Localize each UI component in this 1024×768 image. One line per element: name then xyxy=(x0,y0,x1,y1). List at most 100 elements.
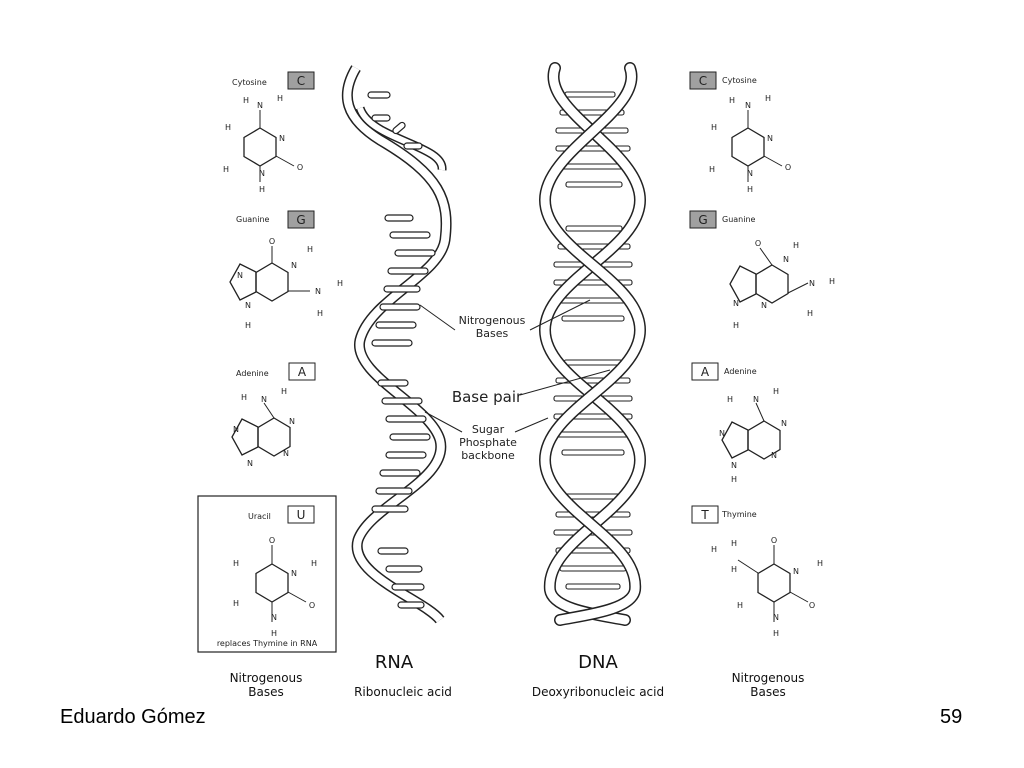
atom-labels: N H H N O N H H H O N H N H H N N H N H … xyxy=(223,94,835,638)
atom-label: O xyxy=(269,536,275,545)
atom-label: O xyxy=(809,601,815,610)
atom-label: H xyxy=(747,185,753,194)
uracil-note: replaces Thymine in RNA xyxy=(217,639,318,648)
left-uracil-name: Uracil xyxy=(248,512,271,521)
atom-label: H xyxy=(773,629,779,638)
atom-label: N xyxy=(257,101,263,110)
adenine-structure-right xyxy=(721,402,781,460)
atom-label: O xyxy=(755,239,761,248)
atom-label: N xyxy=(283,449,289,458)
right-cytosine: C Cytosine xyxy=(689,71,783,182)
right-cytosine-name: Cytosine xyxy=(722,76,757,85)
atom-label: N xyxy=(261,395,267,404)
atom-label: O xyxy=(309,601,315,610)
right-column-label-line1: Nitrogenous xyxy=(732,671,805,685)
atom-label: O xyxy=(771,536,777,545)
atom-label: H xyxy=(233,559,239,568)
right-cytosine-letter-box xyxy=(689,71,717,90)
left-cytosine-name: Cytosine xyxy=(232,78,267,87)
right-cytosine-letter: C xyxy=(699,74,707,88)
right-adenine: A Adenine xyxy=(691,362,781,460)
atom-label: H xyxy=(277,94,283,103)
atom-label: N xyxy=(291,569,297,578)
left-adenine-letter-box xyxy=(288,362,316,381)
atom-label: H xyxy=(225,123,231,132)
right-adenine-name: Adenine xyxy=(724,367,757,376)
guanine-structure-left xyxy=(229,246,310,302)
atom-label: H xyxy=(773,387,779,396)
right-guanine-name: Guanine xyxy=(722,215,756,224)
left-adenine-name: Adenine xyxy=(236,369,269,378)
left-guanine-letter: G xyxy=(296,213,305,227)
atom-label: N xyxy=(271,613,277,622)
guanine-structure-right xyxy=(729,247,809,304)
left-guanine-name: Guanine xyxy=(236,215,270,224)
right-guanine-letter: G xyxy=(698,213,707,227)
rna-subtitle: Ribonucleic acid xyxy=(354,685,452,699)
atom-label: H xyxy=(727,395,733,404)
right-guanine: G Guanine xyxy=(689,210,809,304)
right-adenine-letter: A xyxy=(701,365,710,379)
right-thymine-letter-box xyxy=(691,505,719,524)
callout-lines xyxy=(419,299,611,433)
atom-label: H xyxy=(729,96,735,105)
left-cytosine-letter-box xyxy=(287,71,315,90)
atom-label: H xyxy=(233,599,239,608)
atom-label: H xyxy=(243,96,249,105)
atom-label: H xyxy=(731,565,737,574)
atom-label: N xyxy=(809,279,815,288)
uracil-frame xyxy=(197,495,337,653)
uracil-structure xyxy=(255,545,307,622)
right-adenine-letter-box xyxy=(691,362,719,381)
atom-label: N xyxy=(233,425,239,434)
atom-label: N xyxy=(773,613,779,622)
right-thymine-letter: T xyxy=(700,508,709,522)
left-adenine: Adenine A xyxy=(231,362,316,457)
dna-helix xyxy=(538,62,647,626)
atom-label: N xyxy=(747,169,753,178)
atom-label: H xyxy=(733,321,739,330)
cytosine-structure-right xyxy=(731,110,783,182)
atom-label: H xyxy=(709,165,715,174)
dna-subtitle: Deoxyribonucleic acid xyxy=(532,685,664,699)
atom-label: H xyxy=(317,309,323,318)
author-footer: Eduardo Gómez xyxy=(60,706,206,728)
callout-base-pair: Base pair xyxy=(452,388,523,406)
atom-label: N xyxy=(783,255,789,264)
atom-label: N xyxy=(245,301,251,310)
atom-label: H xyxy=(271,629,277,638)
atom-label: H xyxy=(817,559,823,568)
atom-label: N xyxy=(761,301,767,310)
atom-label: N xyxy=(781,419,787,428)
dna-title: DNA xyxy=(578,652,618,673)
atom-label: H xyxy=(765,94,771,103)
atom-label: N xyxy=(291,261,297,270)
right-thymine-name: Thymine xyxy=(721,510,757,519)
right-thymine: T Thymine xyxy=(691,505,809,622)
atom-label: N xyxy=(753,395,759,404)
atom-label: H xyxy=(711,123,717,132)
atom-label: N xyxy=(247,459,253,468)
atom-label: O xyxy=(785,163,791,172)
left-cytosine-letter: C xyxy=(297,74,305,88)
rna-helix xyxy=(341,65,452,624)
atom-label: H xyxy=(737,601,743,610)
left-uracil-letter-box xyxy=(287,505,315,524)
atom-label: N xyxy=(731,461,737,470)
left-cytosine: Cytosine C xyxy=(232,71,315,182)
atom-label: N xyxy=(279,134,285,143)
callout-backbone-line2: Phosphate xyxy=(459,436,517,449)
atom-label: N xyxy=(237,271,243,280)
atom-label: N xyxy=(733,299,739,308)
atom-label: N xyxy=(745,101,751,110)
atom-label: H xyxy=(337,279,343,288)
thymine-structure xyxy=(737,545,809,622)
left-adenine-letter: A xyxy=(298,365,307,379)
atom-label: H xyxy=(241,393,247,402)
atom-label: H xyxy=(259,185,265,194)
atom-label: H xyxy=(711,545,717,554)
atom-label: H xyxy=(829,277,835,286)
atom-label: N xyxy=(315,287,321,296)
atom-label: H xyxy=(731,539,737,548)
